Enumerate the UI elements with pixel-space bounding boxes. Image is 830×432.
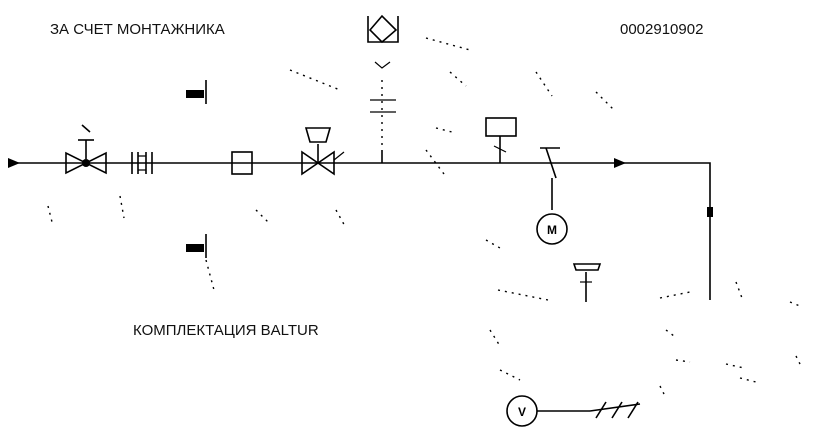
shutoff-valve-icon — [540, 147, 560, 210]
faded-connectors — [47, 37, 801, 395]
pilot-element-icon — [572, 263, 602, 302]
baltur-supply-label: КОМПЛЕКТАЦИЯ BALTUR — [133, 322, 319, 339]
top-component-icon — [367, 14, 399, 150]
drawing-number: 0002910902 — [620, 21, 704, 38]
valve-symbol-text: V — [518, 405, 526, 419]
motor-icon: M — [536, 213, 568, 245]
installer-supply-label: ЗА СЧЕТ МОНТАЖНИКА — [50, 21, 225, 38]
pressure-switch-icon — [485, 117, 517, 163]
motor-symbol-text: M — [547, 223, 557, 237]
manual-valve-icon — [65, 124, 107, 175]
main-gas-line — [10, 162, 711, 300]
pressure-regulator-icon — [301, 127, 345, 176]
gas-filter-icon — [231, 151, 253, 175]
flow-arrow — [614, 158, 626, 168]
upper-gauge-icon — [186, 80, 207, 104]
lower-gauge-icon — [186, 234, 215, 291]
valve-actuator-icon: V — [506, 395, 641, 427]
damping-joint-icon — [131, 152, 153, 174]
inlet-arrow — [8, 158, 20, 168]
line-marker — [707, 207, 713, 217]
